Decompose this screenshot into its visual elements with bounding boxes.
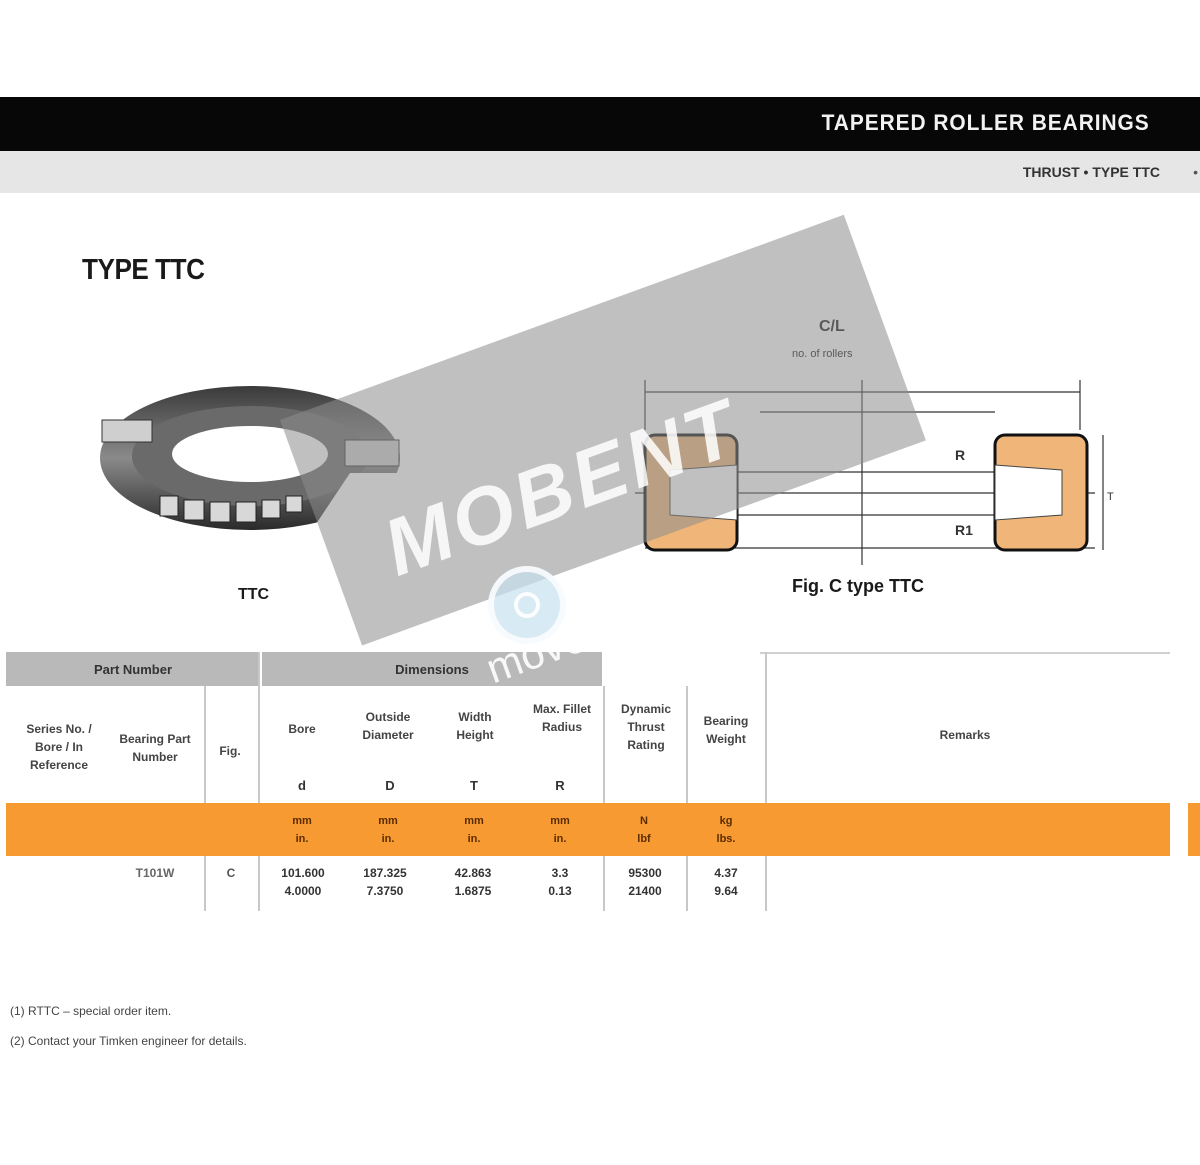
column-divider	[603, 686, 605, 911]
symbol-D: D	[385, 778, 395, 793]
subheader-mark: •	[1193, 164, 1198, 180]
watermark-bearing-logo-icon	[488, 566, 566, 644]
subheader-bar	[0, 151, 1200, 193]
photo-caption: TTC	[238, 586, 270, 603]
col-header-width: Width Height	[456, 710, 494, 742]
group-header-dimensions: Dimensions	[262, 652, 602, 686]
col-header-outside-diameter: Outside Diameter	[362, 710, 414, 742]
diagram-label-r1: R1	[955, 522, 973, 538]
col-header-fig: Fig.	[219, 744, 241, 758]
col-header-bore: Bore	[288, 722, 316, 736]
diagram-label-t: T	[1107, 491, 1114, 503]
symbol-d: d	[298, 778, 306, 793]
cell-fig: C	[226, 866, 236, 880]
footnote-1: (1) RTTC – special order item.	[10, 1004, 172, 1018]
footnote-2: (2) Contact your Timken engineer for det…	[10, 1034, 247, 1048]
symbol-R: R	[555, 778, 565, 793]
diagram-caption: Fig. C type TTC	[792, 576, 924, 596]
units-row	[6, 803, 1170, 856]
column-divider	[204, 686, 206, 911]
col-header-remarks: Remarks	[939, 728, 991, 742]
col-header-series: Series No. / Bore / In Reference	[26, 722, 92, 772]
units-row-edge	[1188, 803, 1200, 856]
column-divider	[258, 652, 260, 911]
table-top-rule	[760, 652, 1170, 654]
symbol-T: T	[470, 778, 478, 793]
header-bar	[0, 97, 1200, 151]
col-header-fillet-radius: Max. Fillet Radius	[532, 702, 591, 734]
col-header-weight: Bearing Weight	[703, 714, 749, 746]
col-header-part-number: Bearing Part Number	[119, 732, 191, 764]
diagram-label-r: R	[955, 447, 965, 463]
subheader-title: THRUST • TYPE TTC	[1022, 164, 1160, 180]
header-title: TAPERED ROLLER BEARINGS	[821, 110, 1150, 135]
col-header-thrust-rating: Dynamic Thrust Rating	[620, 702, 672, 752]
cell-part-number: T101W	[135, 866, 175, 880]
group-header-part-number: Part Number	[6, 652, 260, 686]
column-divider	[686, 686, 688, 911]
column-divider	[765, 652, 767, 911]
section-title: TYPE TTC	[82, 254, 205, 286]
